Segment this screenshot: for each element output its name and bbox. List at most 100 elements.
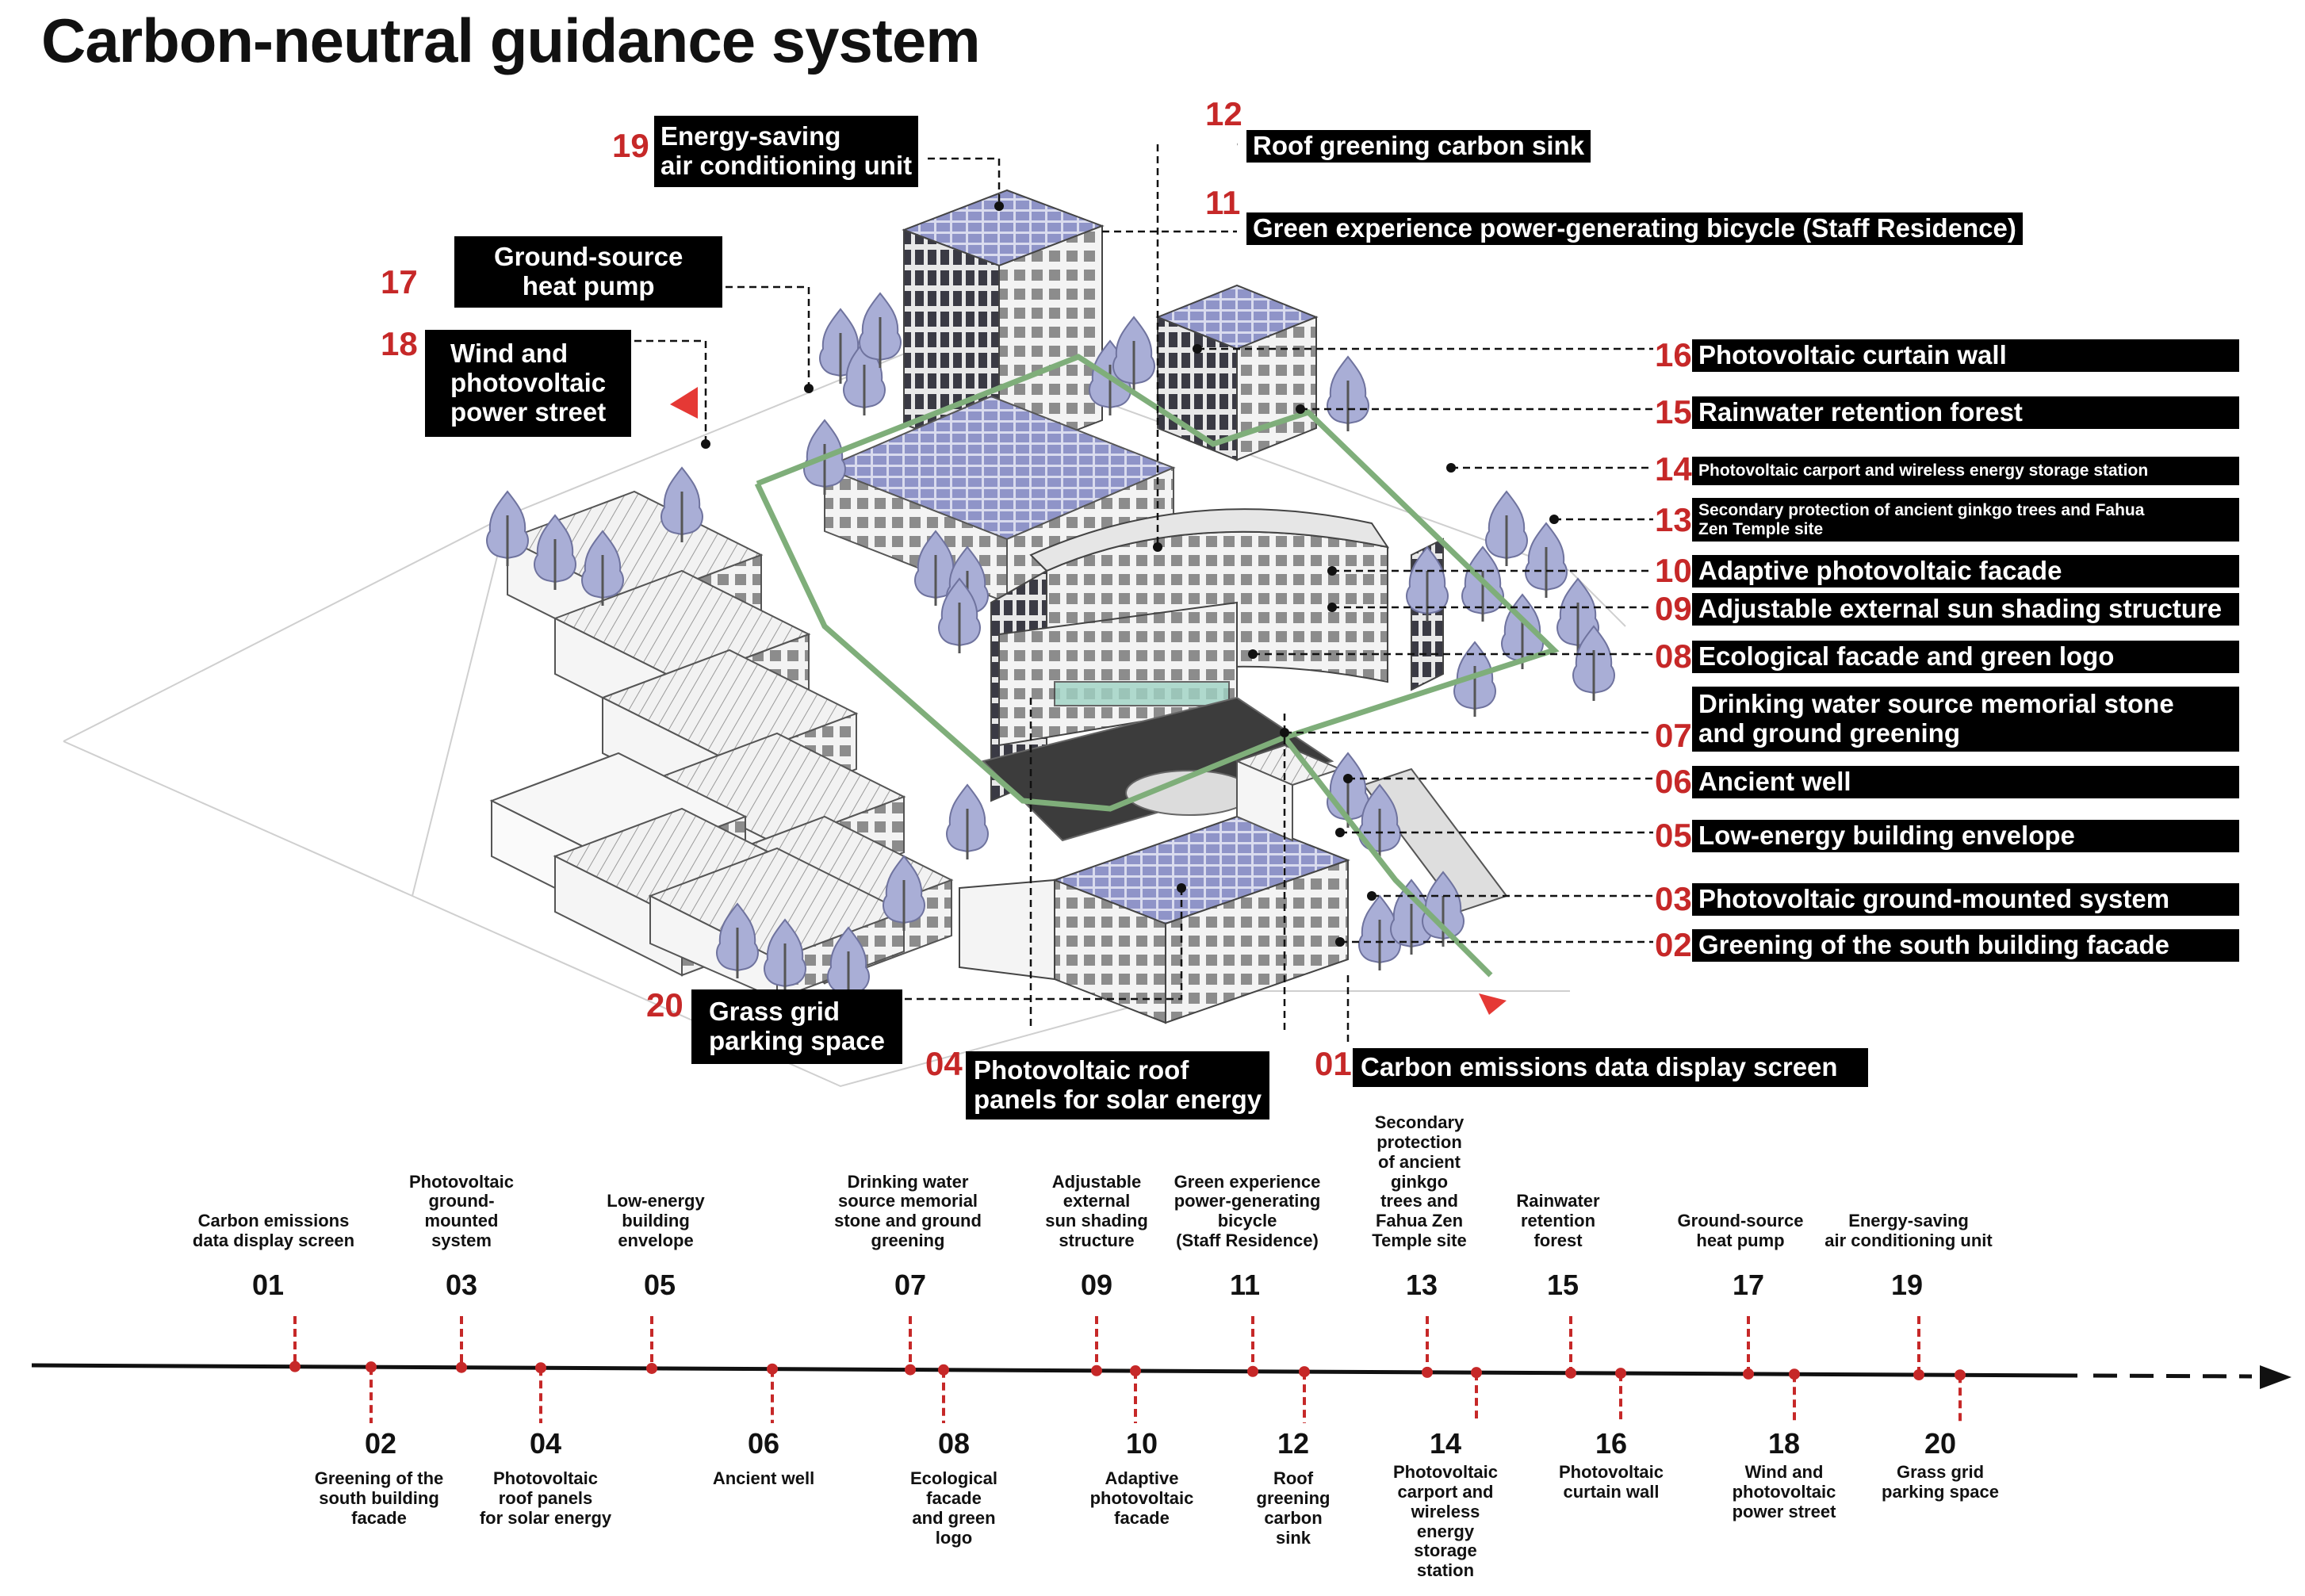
timeline-number: 11 [1229, 1269, 1261, 1301]
timeline-number: 01 [251, 1269, 285, 1301]
callout-number-11: 11 [1205, 184, 1241, 221]
timeline-number: 05 [643, 1269, 676, 1301]
callout-label-20: Grass grid parking space [691, 989, 902, 1064]
callout-number-06: 06 [1655, 763, 1692, 800]
callout-label-13: Secondary protection of ancient ginkgo t… [1692, 498, 2239, 542]
callout-label-02: Greening of the south building facade [1692, 929, 2239, 962]
timeline-dot [1913, 1368, 1924, 1380]
callout-number-05: 05 [1655, 817, 1692, 854]
timeline-dot [1422, 1366, 1433, 1378]
timeline-dot [1789, 1368, 1800, 1380]
guided-route [754, 354, 1560, 978]
timeline-label: Grass grid parking space [1882, 1462, 1999, 1502]
timeline-dot [938, 1364, 949, 1376]
timeline-dot [289, 1361, 301, 1372]
callout-number-15: 15 [1655, 393, 1692, 431]
timeline-label: Ground-source heat pump [1677, 1211, 1804, 1251]
timeline-dot [456, 1361, 467, 1373]
timeline-number: 15 [1546, 1269, 1579, 1301]
timeline-dot [646, 1362, 657, 1374]
timeline-label: Photovoltaic curtain wall [1558, 1462, 1664, 1502]
timeline-number: 20 [1924, 1427, 1957, 1460]
timeline-number: 08 [937, 1427, 971, 1460]
leader-lines [634, 144, 1653, 1047]
timeline-number: 06 [747, 1427, 780, 1460]
timeline-dot [1091, 1364, 1102, 1376]
callout-label-16: Photovoltaic curtain wall [1692, 339, 2239, 372]
timeline-label: Energy-saving air conditioning unit [1824, 1211, 1993, 1251]
timeline-label: Greening of the south building facade [314, 1468, 444, 1528]
callout-label-11: Green experience power-generating bicycl… [1246, 212, 2023, 245]
callout-label-08: Ecological facade and green logo [1692, 641, 2239, 673]
callout-label-17: Ground-source heat pump [454, 236, 723, 308]
left-row-buildings [489, 490, 954, 1001]
timeline-number: 09 [1080, 1269, 1113, 1301]
timeline-label: Ancient well [712, 1468, 815, 1488]
timeline-ticks [289, 1316, 1966, 1423]
callout-number-09: 09 [1655, 590, 1692, 627]
timeline-dot [1955, 1369, 1966, 1381]
callout-number-07: 07 [1655, 717, 1692, 754]
callout-label-09: Adjustable external sun shading structur… [1692, 593, 2239, 626]
callout-label-05: Low-energy building envelope [1692, 820, 2239, 852]
callout-number-03: 03 [1655, 880, 1692, 917]
timeline-dot [1247, 1365, 1258, 1377]
timeline-label: Carbon emissions data display screen [192, 1211, 355, 1251]
callout-number-17: 17 [381, 263, 418, 300]
callout-label-10: Adaptive photovoltaic facade [1692, 555, 2239, 587]
timeline-dot [1471, 1367, 1482, 1379]
timeline-label: Drinking water source memorial stone and… [834, 1171, 982, 1251]
callout-label-01: Carbon emissions data display screen [1353, 1048, 1868, 1087]
timeline-label: Photovoltaic ground- mounted system [408, 1171, 515, 1251]
callout-label-18: Wind and photovoltaic power street [425, 330, 632, 437]
callout-label-12: Roof greening carbon sink [1246, 130, 1591, 163]
callout-number-08: 08 [1655, 637, 1692, 675]
timeline-number: 04 [529, 1427, 562, 1460]
callout-label-04: Photovoltaic roof panels for solar energ… [966, 1051, 1270, 1119]
timeline-number: 17 [1732, 1269, 1765, 1301]
timeline-dot [1743, 1368, 1754, 1380]
callout-number-19: 19 [612, 127, 649, 164]
timeline-dot [767, 1363, 778, 1375]
callout-label-19: Energy-saving air conditioning unit [654, 116, 919, 187]
callout-number-14: 14 [1655, 450, 1692, 488]
callout-label-03: Photovoltaic ground-mounted system [1692, 883, 2239, 916]
leader-dots [701, 201, 1559, 947]
timeline-number: 10 [1125, 1427, 1158, 1460]
timeline-number: 03 [445, 1269, 478, 1301]
timeline-label: Adaptive photovoltaic facade [1089, 1468, 1194, 1528]
callout-number-02: 02 [1655, 926, 1692, 963]
callout-number-12: 12 [1205, 95, 1242, 132]
timeline-label: Adjustable external sun shading structur… [1045, 1171, 1148, 1251]
callout-number-13: 13 [1655, 501, 1692, 538]
timeline-number: 19 [1890, 1269, 1924, 1301]
timeline-label: Roof greening carbon sink [1256, 1468, 1331, 1548]
callout-number-18: 18 [381, 325, 418, 362]
timeline-dot [1299, 1366, 1310, 1378]
timeline-number: 14 [1429, 1427, 1462, 1460]
callout-number-10: 10 [1655, 552, 1692, 589]
timeline-label: Ecological facade and green logo [909, 1468, 998, 1548]
timeline-dot [366, 1361, 377, 1373]
route-arrow-end [1479, 993, 1507, 1015]
timeline-number: 12 [1277, 1427, 1310, 1460]
callout-number-01: 01 [1315, 1045, 1352, 1082]
timeline-dot [1615, 1368, 1626, 1380]
callout-number-20: 20 [646, 986, 683, 1024]
timeline-number: 13 [1405, 1269, 1438, 1301]
timeline-dot [1565, 1367, 1576, 1379]
timeline-number: 18 [1767, 1427, 1801, 1460]
timeline-label: Secondary protection of ancient ginkgo t… [1372, 1112, 1467, 1251]
timeline-label: Rainwater retention forest [1516, 1191, 1600, 1251]
route-arrow-start [670, 387, 698, 419]
page-title: Carbon-neutral guidance system [41, 6, 981, 75]
main-curved-building [990, 508, 1444, 802]
timeline-dot [1130, 1365, 1141, 1377]
callout-number-04: 04 [925, 1045, 963, 1082]
callout-label-06: Ancient well [1692, 766, 2239, 798]
callout-label-14: Photovoltaic carport and wireless energy… [1692, 457, 2239, 485]
timeline-label: Wind and photovoltaic power street [1732, 1462, 1836, 1521]
timeline-number: 07 [894, 1269, 927, 1301]
timeline-number: 02 [364, 1427, 397, 1460]
